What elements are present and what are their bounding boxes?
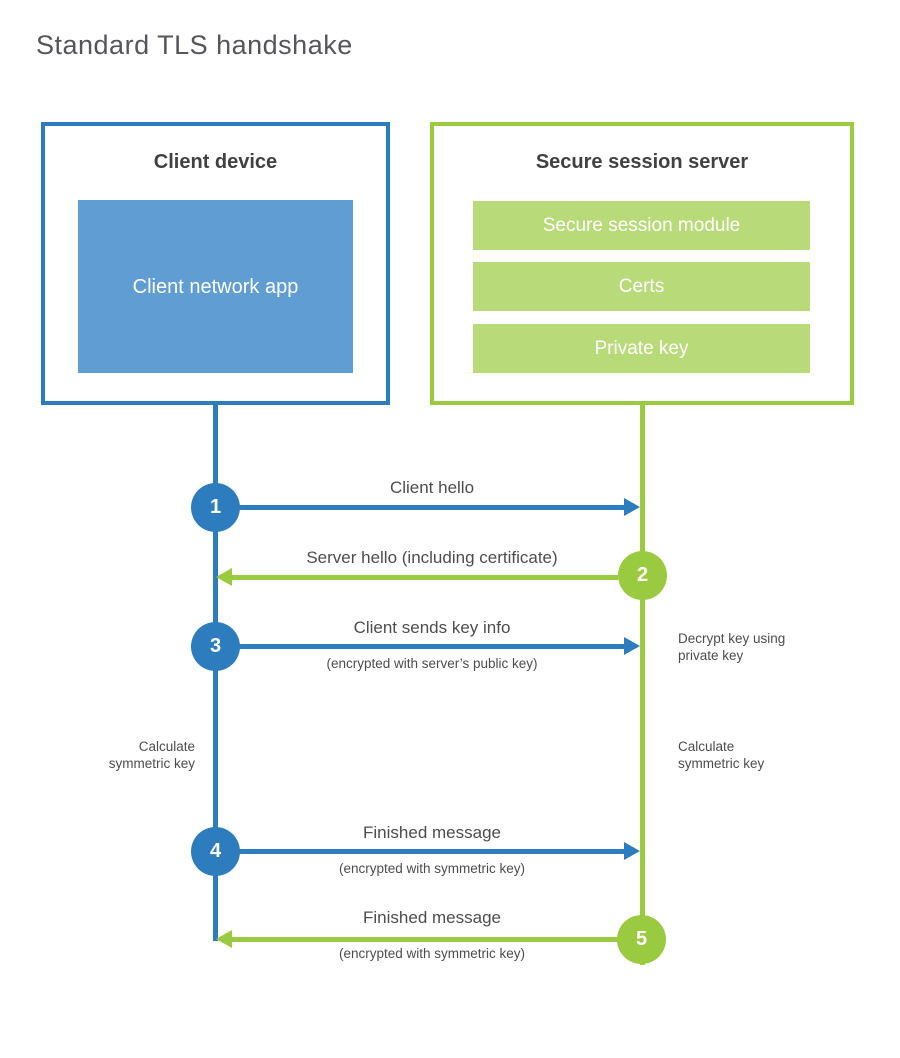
label-finished-client: Finished message bbox=[363, 823, 501, 842]
label-server-hello: Server hello (including certificate) bbox=[306, 548, 558, 567]
client-network-app-label: Client network app bbox=[132, 275, 299, 298]
server-module-private-key: Private key bbox=[473, 324, 810, 373]
server-module-certs: Certs bbox=[473, 262, 810, 311]
label-finished-server: Finished message bbox=[363, 908, 501, 927]
note-calculate-symmetric-key-client: Calculate symmetric key bbox=[108, 739, 195, 772]
arrow-line bbox=[239, 849, 624, 854]
arrow-right-icon bbox=[624, 842, 640, 860]
step-circle-3: 3 bbox=[191, 622, 240, 671]
step-circle-1: 1 bbox=[191, 483, 240, 532]
page-title: Standard TLS handshake bbox=[36, 30, 353, 60]
arrow-line bbox=[232, 575, 618, 580]
server-module-secure-session: Secure session module bbox=[473, 201, 810, 250]
arrow-right-icon bbox=[624, 637, 640, 655]
secure-session-server-title: Secure session server bbox=[535, 151, 749, 173]
server-lifeline bbox=[640, 404, 645, 965]
secure-session-server-box: Secure session server Secure session mod… bbox=[430, 122, 854, 405]
step-circle-5: 5 bbox=[617, 915, 666, 964]
arrow-left-icon bbox=[216, 568, 232, 586]
sublabel-finished-client: (encrypted with symmetric key) bbox=[338, 861, 526, 876]
step-circle-2: 2 bbox=[618, 551, 667, 600]
client-device-title: Client device bbox=[153, 151, 278, 173]
client-network-app-box: Client network app bbox=[78, 200, 353, 373]
arrow-line bbox=[239, 644, 624, 649]
step-circle-4: 4 bbox=[191, 827, 240, 876]
note-calculate-symmetric-key-server: Calculate symmetric key bbox=[678, 739, 765, 772]
client-lifeline bbox=[213, 404, 218, 941]
label-client-key-info: Client sends key info bbox=[353, 618, 511, 637]
note-decrypt-key: Decrypt key using private key bbox=[678, 631, 786, 664]
arrow-right-icon bbox=[624, 498, 640, 516]
label-client-hello: Client hello bbox=[389, 478, 475, 497]
arrow-line bbox=[232, 937, 618, 942]
arrow-left-icon bbox=[216, 930, 232, 948]
sublabel-finished-server: (encrypted with symmetric key) bbox=[338, 946, 526, 961]
client-device-box: Client device Client network app bbox=[41, 122, 390, 405]
arrow-line bbox=[239, 505, 624, 510]
sublabel-client-key-info: (encrypted with server’s public key) bbox=[326, 656, 538, 671]
